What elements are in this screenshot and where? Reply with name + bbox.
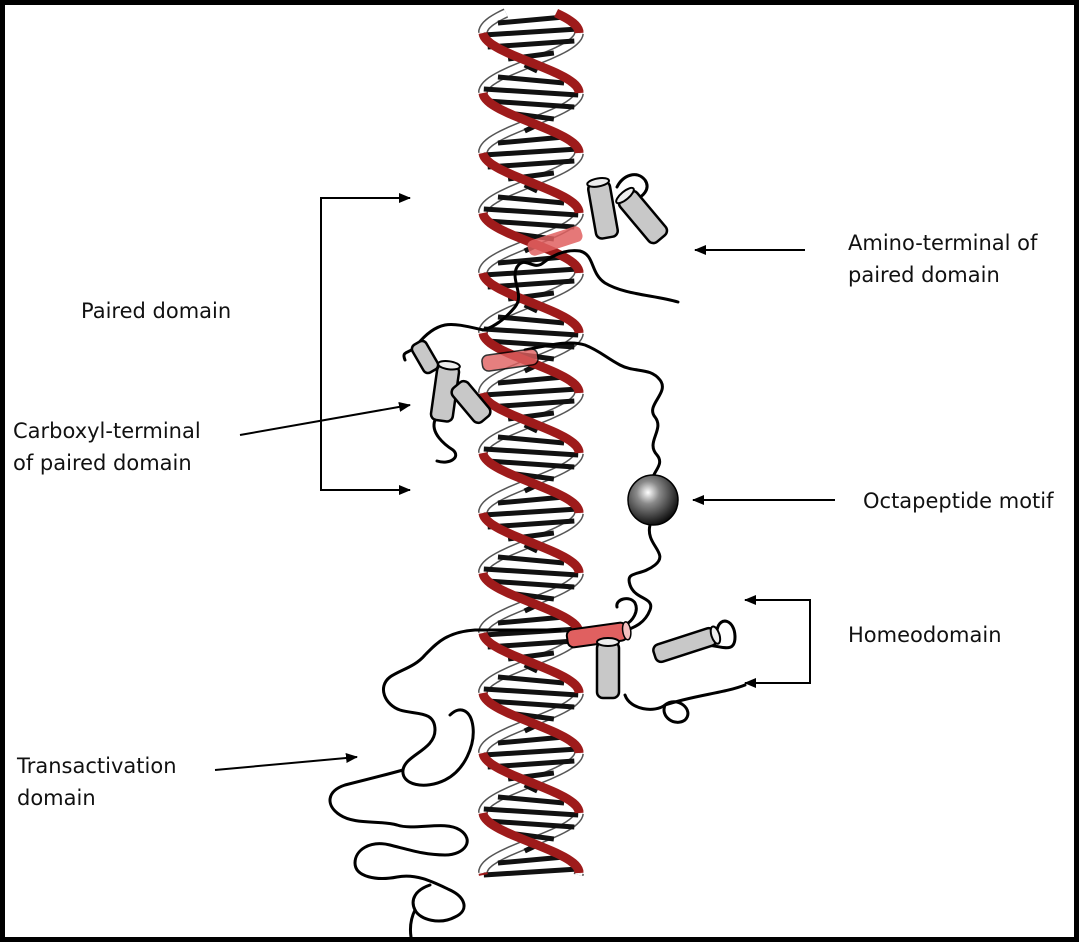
base-pair [484, 149, 578, 155]
paired-domain-bracket [321, 198, 410, 490]
base-pair [484, 209, 578, 215]
label-homeodomain: Homeodomain [848, 619, 1002, 651]
base-pair [484, 89, 578, 95]
label-octapeptide-motif: Octapeptide motif [863, 485, 1054, 517]
base-pair [498, 857, 564, 863]
base-pair [484, 29, 578, 35]
base-pair [498, 317, 564, 323]
dna-double-helix [483, 13, 579, 875]
base-pair [484, 569, 578, 575]
label-paired-domain: Paired domain [81, 295, 231, 327]
carboxyl-terminal-arrow [240, 405, 410, 435]
dna-base-pairs [484, 17, 578, 875]
base-pair [484, 749, 578, 755]
base-pair [498, 437, 564, 443]
base-pair [498, 497, 564, 503]
label-carboxyl-terminal: Carboxyl-terminal of paired domain [13, 415, 201, 479]
base-pair [498, 797, 564, 803]
label-transactivation-line2: domain [17, 782, 177, 814]
label-amino-terminal-line2: paired domain [848, 259, 1037, 291]
base-pair [484, 689, 578, 695]
base-pair [498, 77, 564, 83]
label-carboxyl-terminal-line2: of paired domain [13, 447, 201, 479]
base-pair [484, 329, 578, 335]
transactivation-arrow [215, 757, 357, 770]
base-pair [498, 737, 564, 743]
base-pair [498, 377, 564, 383]
base-pair [498, 17, 564, 23]
label-carboxyl-terminal-line1: Carboxyl-terminal [13, 415, 201, 447]
octapeptide-motif-sphere [628, 475, 678, 525]
base-pair [498, 197, 564, 203]
base-pair [484, 509, 578, 515]
label-amino-terminal: Amino-terminal of paired domain [848, 227, 1037, 291]
base-pair [484, 389, 578, 395]
base-pair [484, 809, 578, 815]
label-amino-terminal-line1: Amino-terminal of [848, 227, 1037, 259]
label-transactivation-domain: Transactivation domain [17, 750, 177, 814]
base-pair [498, 557, 564, 563]
base-pair [498, 137, 564, 143]
base-pair [484, 269, 578, 275]
base-pair [498, 257, 564, 263]
base-pair [484, 869, 578, 875]
base-pair [484, 449, 578, 455]
base-pair [498, 617, 564, 623]
base-pair [498, 677, 564, 683]
label-transactivation-line1: Transactivation [17, 750, 177, 782]
homeodomain-bracket [745, 600, 810, 683]
